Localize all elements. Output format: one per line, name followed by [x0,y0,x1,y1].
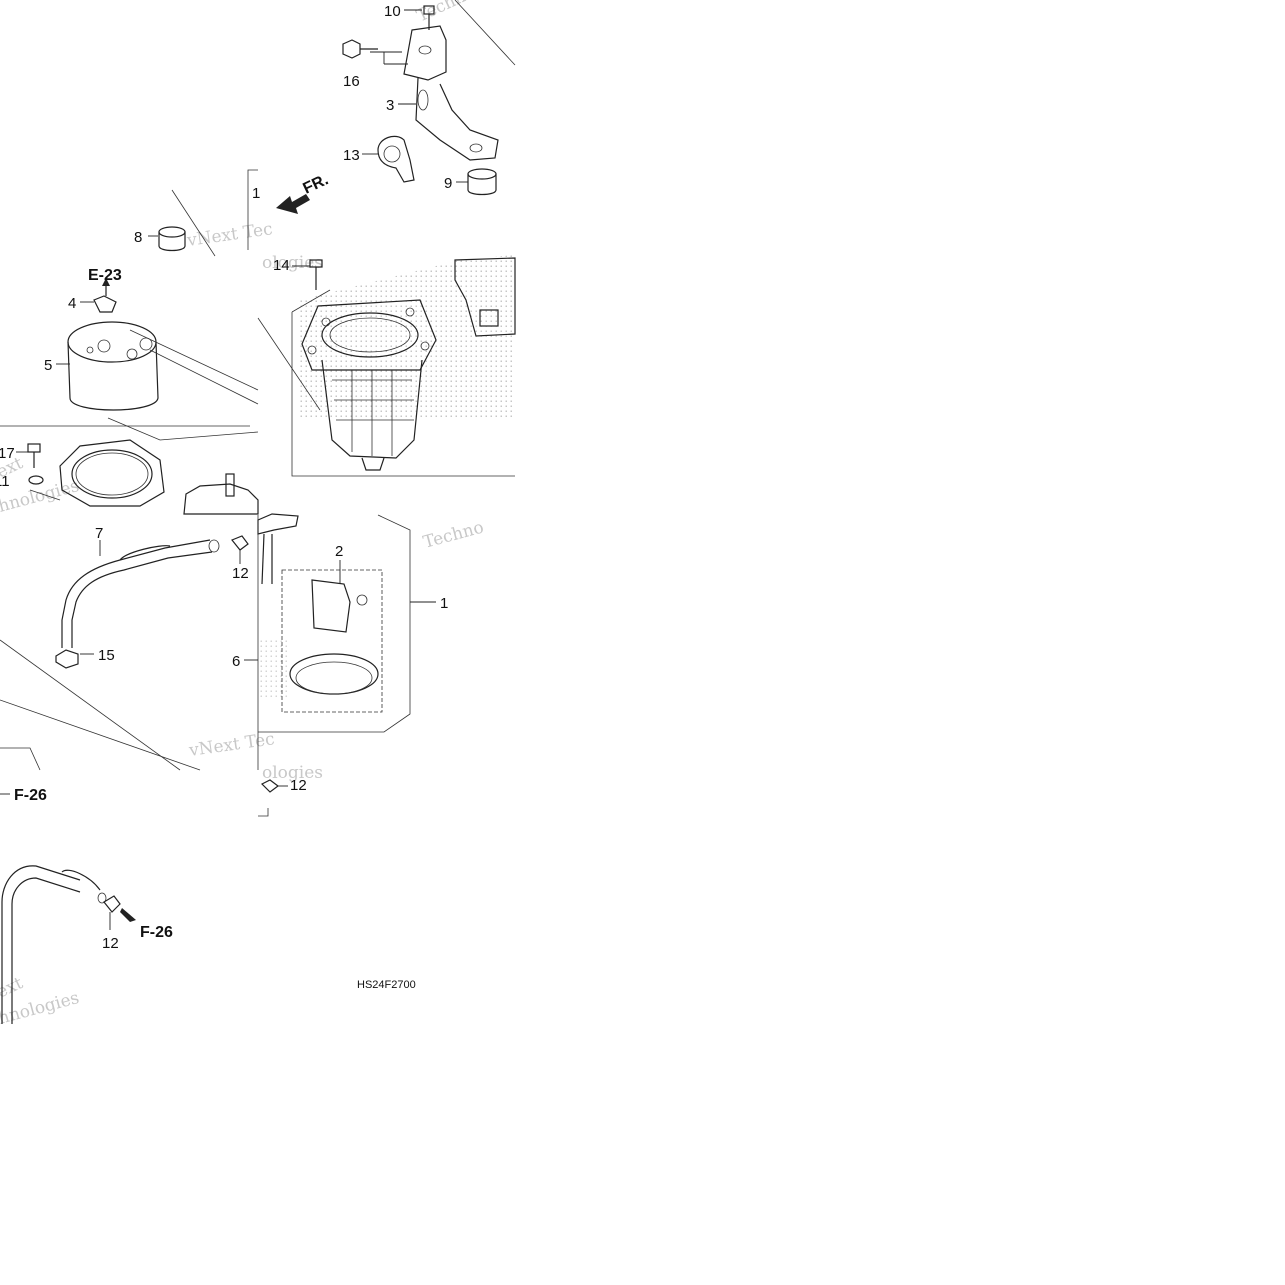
label-10: 10 [384,3,401,20]
grommet-9 [467,168,497,196]
watermark: Techno [421,518,486,553]
label-1-partial: 1 [252,185,260,202]
label-6: 6 [232,653,240,670]
watermark: ologies [262,253,323,273]
label-4: 4 [68,295,76,312]
label-3: 3 [386,97,394,114]
watermark: ext [0,973,26,1002]
label-12b: 12 [290,777,307,794]
label-16: 16 [343,73,360,90]
label-1: 1 [440,595,448,612]
front-arrow-label: FR. [301,171,332,197]
bracket-assembly [342,0,516,161]
label-14: 14 [273,257,290,274]
watermark: hnologies [0,476,81,517]
section-refs: E-23 F-26 F-26 HS24F2700 [14,267,416,991]
bracket-piece [257,513,299,585]
fuel-pump-box [247,169,516,477]
label-7: 7 [95,525,103,542]
shading [258,255,515,700]
label-9: 9 [444,175,452,192]
clamp-15 [55,649,79,669]
part-labels: 10 16 3 13 9 8 1 14 4 5 17 11 7 12 15 6 … [0,3,452,952]
front-arrow: FR. [276,171,331,214]
label-8: 8 [134,229,142,246]
bolt-14 [309,259,323,290]
label-11: 11 [0,473,10,490]
label-5: 5 [44,357,52,374]
lower-hose [1,779,279,1024]
watermark: vNext Tec [185,219,274,251]
cover-assembly [0,278,259,441]
diagram-code: HS24F2700 [357,979,416,991]
label-17: 17 [0,445,15,462]
leader-lines [0,9,468,930]
gasket-ring [59,439,259,515]
ref-f26-upper: F-26 [14,787,47,804]
label-12c: 12 [102,935,119,952]
label-2: 2 [335,543,343,560]
label-13: 13 [343,147,360,164]
grommet-8 [158,189,216,257]
ref-e23: E-23 [88,267,122,284]
label-12a: 12 [232,565,249,582]
bolt-17 [27,443,61,501]
kit-box [257,514,411,770]
watermark: Techno [414,0,478,27]
clamp-13 [377,135,415,183]
watermark: ologies [262,763,323,783]
label-15: 15 [98,647,115,664]
ref-f26-lower: F-26 [140,924,173,941]
watermark: vNext Tec [187,729,276,761]
hose-7 [0,535,249,771]
